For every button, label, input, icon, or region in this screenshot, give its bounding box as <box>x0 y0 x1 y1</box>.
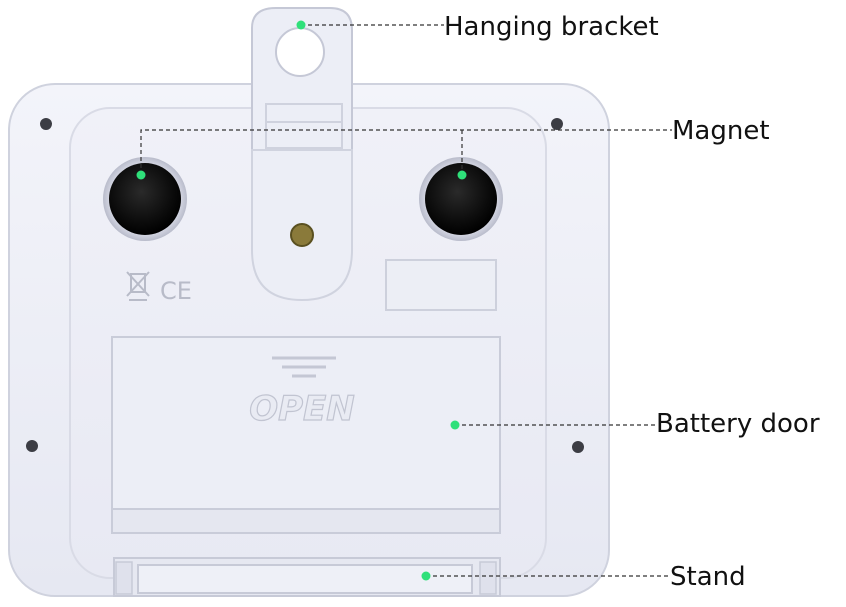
stand <box>113 557 501 597</box>
recess-pin <box>290 223 314 247</box>
ce-mark: CE <box>160 277 192 305</box>
callout-battery-door: Battery door <box>656 409 820 439</box>
magnet-left <box>103 157 187 241</box>
bracket-hole <box>275 27 325 77</box>
callout-hanging-bracket: Hanging bracket <box>444 12 659 42</box>
marker-hanging-bracket <box>296 20 306 30</box>
leader-lines <box>140 24 672 577</box>
screw-bottom-right <box>572 441 584 453</box>
screw-top-left <box>40 118 52 130</box>
marker-stand <box>421 571 431 581</box>
screw-top-right <box>551 118 563 130</box>
leader-magnet-left <box>140 129 672 175</box>
label-plate <box>385 259 497 311</box>
marker-dots <box>136 20 467 581</box>
open-arrow-icon <box>272 356 336 378</box>
battery-door <box>111 336 501 534</box>
marker-magnet-right <box>457 170 467 180</box>
callout-stand: Stand <box>670 562 746 592</box>
magnet-right <box>419 157 503 241</box>
hanging-bracket <box>251 7 353 157</box>
battery-door-open-text: OPEN <box>249 389 355 429</box>
marker-magnet-left <box>136 170 146 180</box>
screw-bottom-left <box>26 440 38 452</box>
weee-bin-icon <box>126 271 150 301</box>
marker-battery-door <box>450 420 460 430</box>
callout-magnet: Magnet <box>672 116 770 146</box>
corner-screws <box>26 118 584 453</box>
